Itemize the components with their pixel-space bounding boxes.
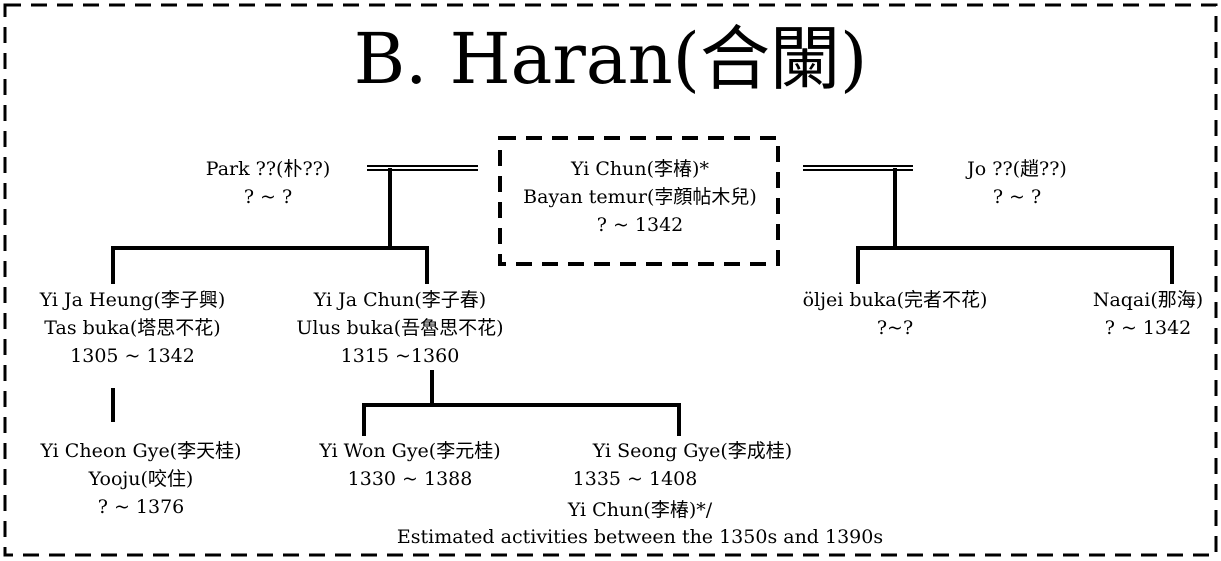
- person-yi-seong-gye-name: Yi Seong Gye(李成桂): [592, 440, 793, 462]
- person-dates: ? ~ ?: [992, 186, 1042, 208]
- person-dates: ?~?: [876, 317, 914, 339]
- person-alias: Tas buka(塔思不花): [44, 317, 221, 339]
- person-oljei-buka: öljei buka(完者不花) ?~?: [770, 286, 1020, 342]
- person-name: öljei buka(完者不花): [802, 289, 988, 311]
- person-name: Park ??(朴??): [205, 158, 331, 180]
- person-yi-ja-chun: Yi Ja Chun(李子春) Ulus buka(吾魯思不花) 1315 ~1…: [270, 286, 530, 370]
- person-dates: 1305 ~ 1342: [70, 345, 195, 367]
- footnote-line-2: Estimated activities between the 1350s a…: [396, 526, 884, 548]
- person-dates: 1315 ~1360: [340, 345, 460, 367]
- person-dates: ? ~ 1376: [97, 496, 185, 518]
- person-alias: Ulus buka(吾魯思不花): [296, 317, 504, 339]
- person-dates: ? ~ 1342: [1104, 317, 1192, 339]
- person-yi-chun: Yi Chun(李椿)* Bayan temur(孛顔帖木兒) ? ~ 1342: [490, 155, 790, 239]
- diagram-title: B. Haran(合闌): [353, 18, 868, 100]
- person-dates: ? ~ 1342: [596, 214, 684, 236]
- person-name: Yi Ja Heung(李子興): [39, 289, 226, 311]
- person-name: Jo ??(趙??): [967, 158, 1067, 180]
- person-name: Yi Chun(李椿)*: [571, 158, 709, 180]
- person-name: Yi Won Gye(李元桂): [319, 440, 501, 462]
- yi-chun-dashed-box: [498, 136, 780, 266]
- person-yi-ja-heung: Yi Ja Heung(李子興) Tas buka(塔思不花) 1305 ~ 1…: [10, 286, 255, 370]
- person-dates: ? ~ ?: [243, 186, 293, 208]
- person-yi-won-gye: Yi Won Gye(李元桂) 1330 ~ 1388: [290, 437, 530, 493]
- person-yi-cheon-gye: Yi Cheon Gye(李天桂) Yooju(咬住) ? ~ 1376: [10, 437, 272, 521]
- person-name: Naqai(那海): [1092, 289, 1204, 311]
- person-name: Yi Ja Chun(李子春): [313, 289, 487, 311]
- person-alias: Yooju(咬住): [88, 468, 194, 490]
- person-jo: Jo ??(趙??) ? ~ ?: [917, 155, 1117, 211]
- person-alias: Bayan temur(孛顔帖木兒): [523, 186, 757, 208]
- person-park: Park ??(朴??) ? ~ ?: [168, 155, 368, 211]
- outer-dashed-frame: [3, 3, 1218, 557]
- person-dates: 1330 ~ 1388: [347, 468, 473, 490]
- person-naqai: Naqai(那海) ? ~ 1342: [1075, 286, 1221, 342]
- footnote-line-1: Yi Chun(李椿)*/: [567, 499, 713, 521]
- person-name: Yi Cheon Gye(李天桂): [40, 440, 242, 462]
- person-yi-seong-gye-dates: 1335 ~ 1408: [572, 468, 698, 490]
